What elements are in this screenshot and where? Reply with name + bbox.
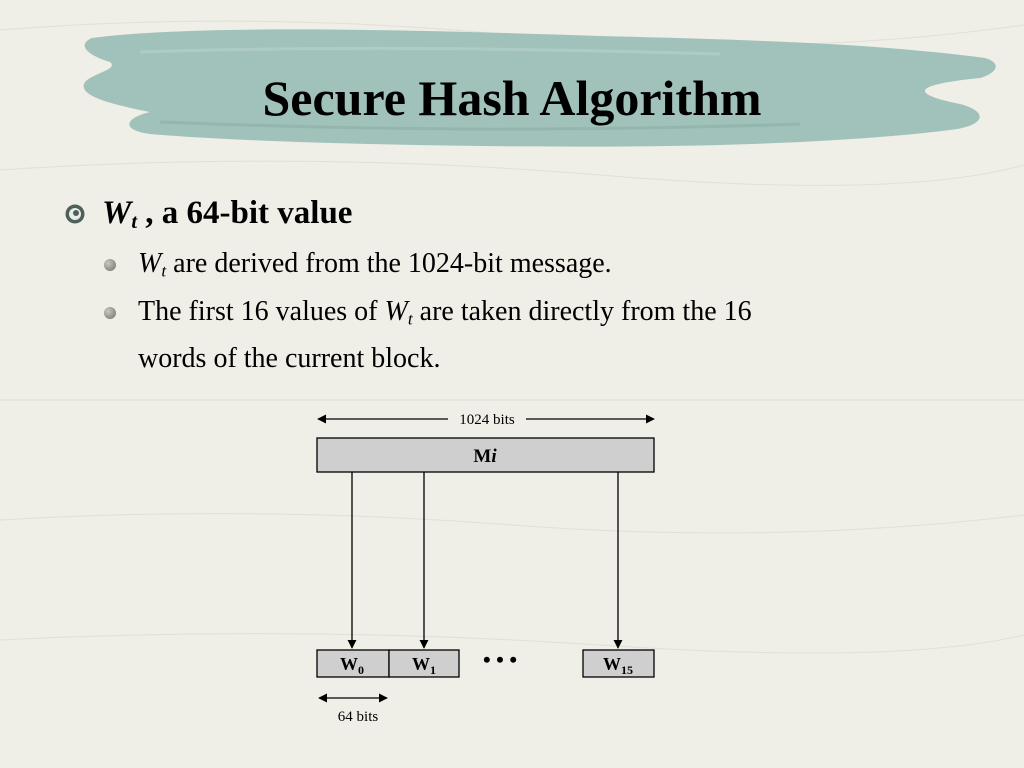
- width-1024-label: 1024 bits: [459, 412, 515, 428]
- width-1024-arrow: 1024 bits: [317, 412, 655, 428]
- bullet-text: Wt , a 64-bit value: [102, 195, 353, 234]
- dot-bullet-icon: [104, 259, 116, 271]
- title-brush-stroke: [83, 29, 996, 147]
- word-box-w0: [316, 649, 390, 678]
- word-label-w1: W1: [412, 654, 436, 677]
- word-box-w1: [388, 649, 460, 678]
- slide-title: Secure Hash Algorithm: [262, 70, 762, 126]
- word-label-w15: W15: [603, 654, 633, 677]
- dot-bullet-icon: [104, 307, 116, 319]
- ellipsis: • • •: [483, 647, 517, 672]
- width-64-label: 64 bits: [338, 709, 379, 725]
- message-block-label: Mi: [473, 446, 497, 467]
- word-box-w15: [582, 649, 655, 678]
- swirl-bullet-icon: [65, 204, 85, 224]
- message-schedule-diagram: 1024 bits Mi W0 W1 W15 • • • 64 bits: [300, 400, 680, 730]
- word-label-w0: W0: [340, 654, 364, 677]
- message-block: [316, 437, 655, 473]
